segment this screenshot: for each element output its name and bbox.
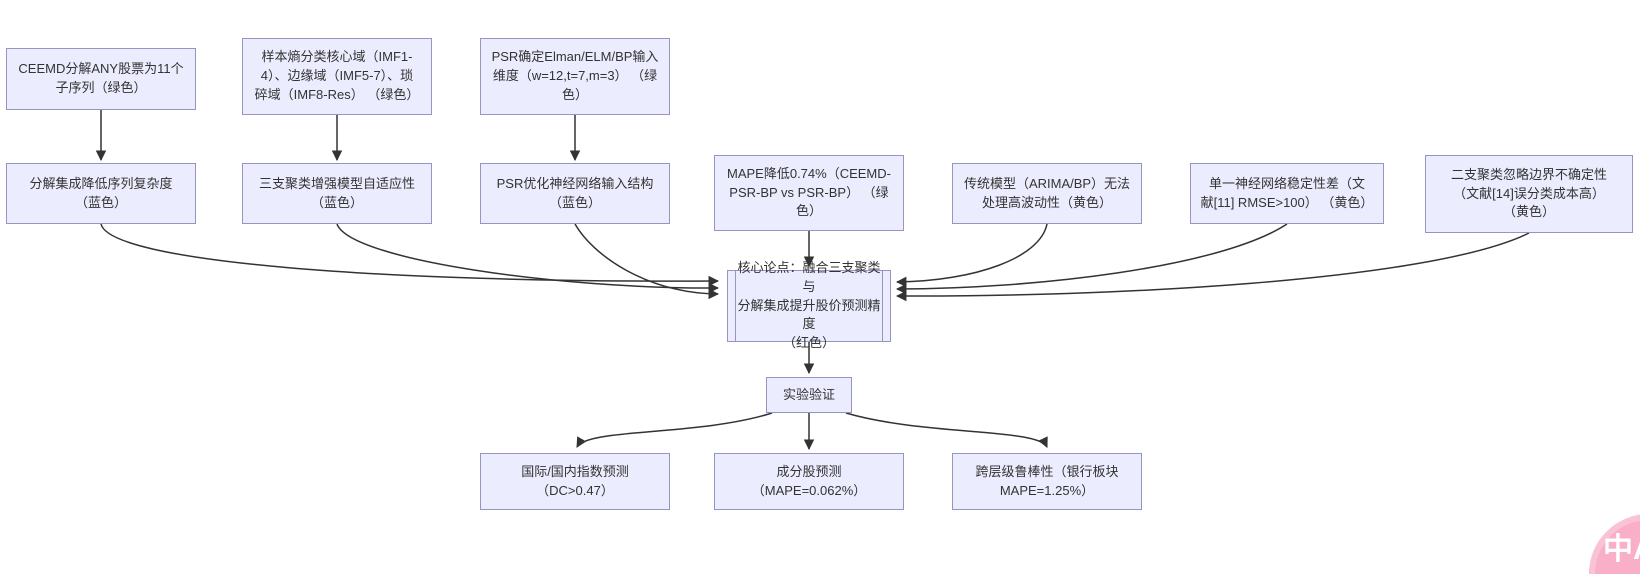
edge-decomp-to-core [100, 223, 720, 287]
node-traditional-model-limit: 传统模型（ARIMA/BP）无法 处理高波动性（黄色） [952, 163, 1142, 224]
translate-floating-button[interactable]: 中A [1589, 514, 1640, 574]
edge-singlenn-to-core [895, 223, 1288, 295]
edge-experiment-to-robustness [845, 412, 1048, 448]
node-three-way-clustering-benefit: 三支聚类增强模型自适应性 （蓝色） [242, 163, 432, 224]
edge-experiment-to-index [576, 412, 773, 448]
node-cross-level-robustness: 跨层级鲁棒性（银行板块 MAPE=1.25%） [952, 453, 1142, 510]
node-psr-structure-benefit: PSR优化神经网络输入结构 （蓝色） [480, 163, 670, 224]
translate-button-label: 中A [1603, 533, 1640, 566]
node-decomposition-benefit: 分解集成降低序列复杂度 （蓝色） [6, 163, 196, 224]
node-index-prediction: 国际/国内指数预测 （DC>0.47） [480, 453, 670, 510]
node-mape-evidence: MAPE降低0.74%（CEEMD- PSR-BP vs PSR-BP） （绿 … [714, 155, 904, 231]
node-single-nn-limit: 单一神经网络稳定性差（文 献[11] RMSE>100） （黄色） [1190, 163, 1384, 224]
edge-psrbenefit-to-core [574, 223, 720, 300]
node-psr-input-dimensions: PSR确定Elman/ELM/BP输入 维度（w=12,t=7,m=3） （绿 … [480, 38, 670, 115]
edge-traditional-to-core [895, 223, 1048, 288]
node-two-way-clustering-limit: 二支聚类忽略边界不确定性 （文献[14]误分类成本高） （黄色） [1425, 155, 1633, 233]
node-ceemd-decomposition: CEEMD分解ANY股票为11个 子序列（绿色） [6, 48, 196, 110]
edge-twoway-to-core [895, 232, 1530, 302]
node-sample-entropy-domains: 样本熵分类核心域（IMF1- 4）、边缘域（IMF5-7）、琐 碎域（IMF8-… [242, 38, 432, 115]
node-component-stock-prediction: 成分股预测 （MAPE=0.062%） [714, 453, 904, 510]
node-core-thesis: 核心论点：融合三支聚类与 分解集成提升股价预测精度 （红色） [727, 260, 891, 350]
edge-threeway-to-core [336, 223, 720, 294]
node-experiment-validation: 实验验证 [766, 377, 852, 413]
